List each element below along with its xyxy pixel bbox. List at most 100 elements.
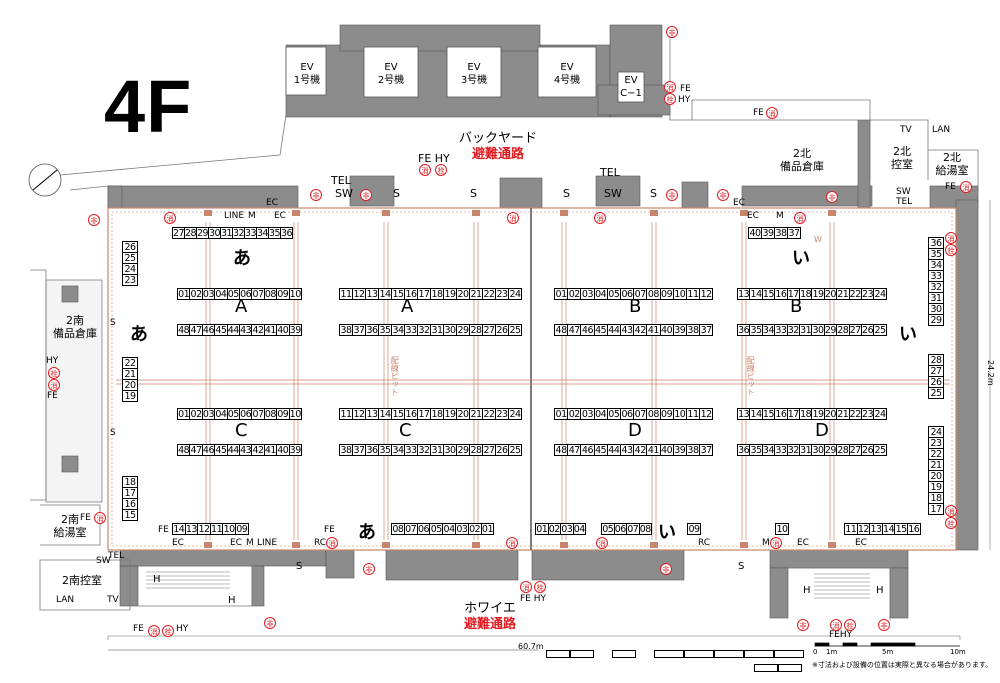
- booth-20[interactable]: 20: [456, 288, 470, 300]
- booth-43[interactable]: 43: [238, 324, 253, 336]
- booth-20[interactable]: 20: [456, 408, 470, 420]
- booth-45[interactable]: 45: [214, 324, 228, 336]
- booth-16[interactable]: 16: [906, 523, 921, 535]
- booth-06[interactable]: 06: [416, 523, 431, 535]
- booth-28[interactable]: 28: [836, 444, 850, 456]
- booth-25[interactable]: 25: [873, 324, 887, 336]
- booth-44[interactable]: 44: [226, 324, 240, 336]
- booth-04[interactable]: 04: [442, 523, 456, 535]
- booth-14[interactable]: 14: [881, 523, 896, 535]
- booth-04[interactable]: 04: [572, 523, 586, 535]
- booth-38[interactable]: 38: [339, 444, 353, 456]
- booth-15[interactable]: 15: [391, 408, 405, 420]
- booth-24[interactable]: 24: [873, 288, 887, 300]
- booth-38[interactable]: 38: [685, 444, 701, 456]
- booth-17[interactable]: 17: [417, 288, 431, 300]
- booth-40[interactable]: 40: [659, 444, 674, 456]
- booth-03[interactable]: 03: [454, 523, 469, 535]
- booth-29[interactable]: 29: [196, 227, 209, 239]
- booth-15[interactable]: 15: [761, 288, 776, 300]
- booth-38[interactable]: 38: [339, 324, 353, 336]
- booth-10[interactable]: 10: [222, 523, 236, 535]
- booth-12[interactable]: 12: [856, 523, 871, 535]
- booth-01[interactable]: 01: [177, 408, 191, 420]
- booth-20[interactable]: 20: [928, 470, 944, 482]
- booth-11[interactable]: 11: [844, 523, 858, 535]
- booth-08[interactable]: 08: [638, 523, 652, 535]
- booth-29[interactable]: 29: [928, 314, 944, 326]
- booth-42[interactable]: 42: [251, 444, 265, 456]
- booth-41[interactable]: 41: [263, 324, 278, 336]
- booth-15[interactable]: 15: [391, 288, 405, 300]
- booth-45[interactable]: 45: [593, 324, 608, 336]
- booth-01[interactable]: 01: [554, 288, 569, 300]
- booth-43[interactable]: 43: [619, 324, 635, 336]
- booth-03[interactable]: 03: [580, 288, 595, 300]
- booth-28[interactable]: 28: [469, 324, 483, 336]
- booth-18[interactable]: 18: [122, 476, 138, 488]
- booth-47[interactable]: 47: [189, 324, 203, 336]
- booth-29[interactable]: 29: [456, 444, 470, 456]
- booth-21[interactable]: 21: [836, 408, 850, 420]
- booth-36[interactable]: 36: [737, 444, 751, 456]
- booth-04[interactable]: 04: [593, 408, 608, 420]
- booth-22[interactable]: 22: [122, 357, 138, 369]
- booth-41[interactable]: 41: [646, 324, 661, 336]
- booth-10[interactable]: 10: [672, 288, 687, 300]
- booth-01[interactable]: 01: [177, 288, 191, 300]
- booth-09[interactable]: 09: [276, 288, 290, 300]
- booth-25[interactable]: 25: [508, 444, 522, 456]
- booth-03[interactable]: 03: [560, 523, 574, 535]
- booth-10[interactable]: 10: [288, 288, 302, 300]
- booth-12[interactable]: 12: [197, 523, 211, 535]
- booth-17[interactable]: 17: [786, 288, 800, 300]
- booth-43[interactable]: 43: [238, 444, 253, 456]
- booth-08[interactable]: 08: [391, 523, 405, 535]
- booth-02[interactable]: 02: [547, 523, 561, 535]
- booth-47[interactable]: 47: [567, 444, 582, 456]
- booth-25[interactable]: 25: [873, 444, 887, 456]
- booth-48[interactable]: 48: [177, 324, 191, 336]
- booth-16[interactable]: 16: [404, 408, 418, 420]
- booth-10[interactable]: 10: [288, 408, 302, 420]
- booth-16[interactable]: 16: [774, 408, 788, 420]
- booth-05[interactable]: 05: [606, 288, 621, 300]
- booth-13[interactable]: 13: [869, 523, 883, 535]
- booth-05[interactable]: 05: [601, 523, 615, 535]
- booth-28[interactable]: 28: [836, 324, 850, 336]
- booth-31[interactable]: 31: [928, 292, 944, 304]
- booth-09[interactable]: 09: [687, 523, 701, 535]
- booth-40[interactable]: 40: [748, 227, 762, 239]
- booth-20[interactable]: 20: [823, 288, 838, 300]
- booth-13[interactable]: 13: [737, 408, 751, 420]
- booth-40[interactable]: 40: [659, 324, 674, 336]
- booth-05[interactable]: 05: [606, 408, 621, 420]
- booth-11[interactable]: 11: [685, 288, 701, 300]
- booth-12[interactable]: 12: [352, 288, 366, 300]
- booth-39[interactable]: 39: [288, 444, 302, 456]
- booth-30[interactable]: 30: [811, 444, 825, 456]
- booth-02[interactable]: 02: [189, 288, 203, 300]
- booth-45[interactable]: 45: [214, 444, 228, 456]
- booth-05[interactable]: 05: [226, 288, 240, 300]
- booth-10[interactable]: 10: [672, 408, 687, 420]
- booth-24[interactable]: 24: [873, 408, 887, 420]
- booth-12[interactable]: 12: [352, 408, 366, 420]
- booth-35[interactable]: 35: [749, 444, 763, 456]
- booth-45[interactable]: 45: [593, 444, 608, 456]
- booth-23[interactable]: 23: [122, 274, 138, 286]
- booth-16[interactable]: 16: [774, 288, 788, 300]
- booth-25[interactable]: 25: [928, 387, 944, 399]
- booth-03[interactable]: 03: [580, 408, 595, 420]
- booth-46[interactable]: 46: [580, 324, 595, 336]
- booth-23[interactable]: 23: [495, 408, 509, 420]
- booth-06[interactable]: 06: [619, 288, 635, 300]
- booth-35[interactable]: 35: [268, 227, 281, 239]
- booth-29[interactable]: 29: [823, 324, 838, 336]
- booth-37[interactable]: 37: [699, 324, 714, 336]
- booth-02[interactable]: 02: [567, 408, 582, 420]
- booth-22[interactable]: 22: [482, 408, 496, 420]
- booth-19[interactable]: 19: [443, 288, 457, 300]
- booth-46[interactable]: 46: [201, 444, 216, 456]
- booth-46[interactable]: 46: [580, 444, 595, 456]
